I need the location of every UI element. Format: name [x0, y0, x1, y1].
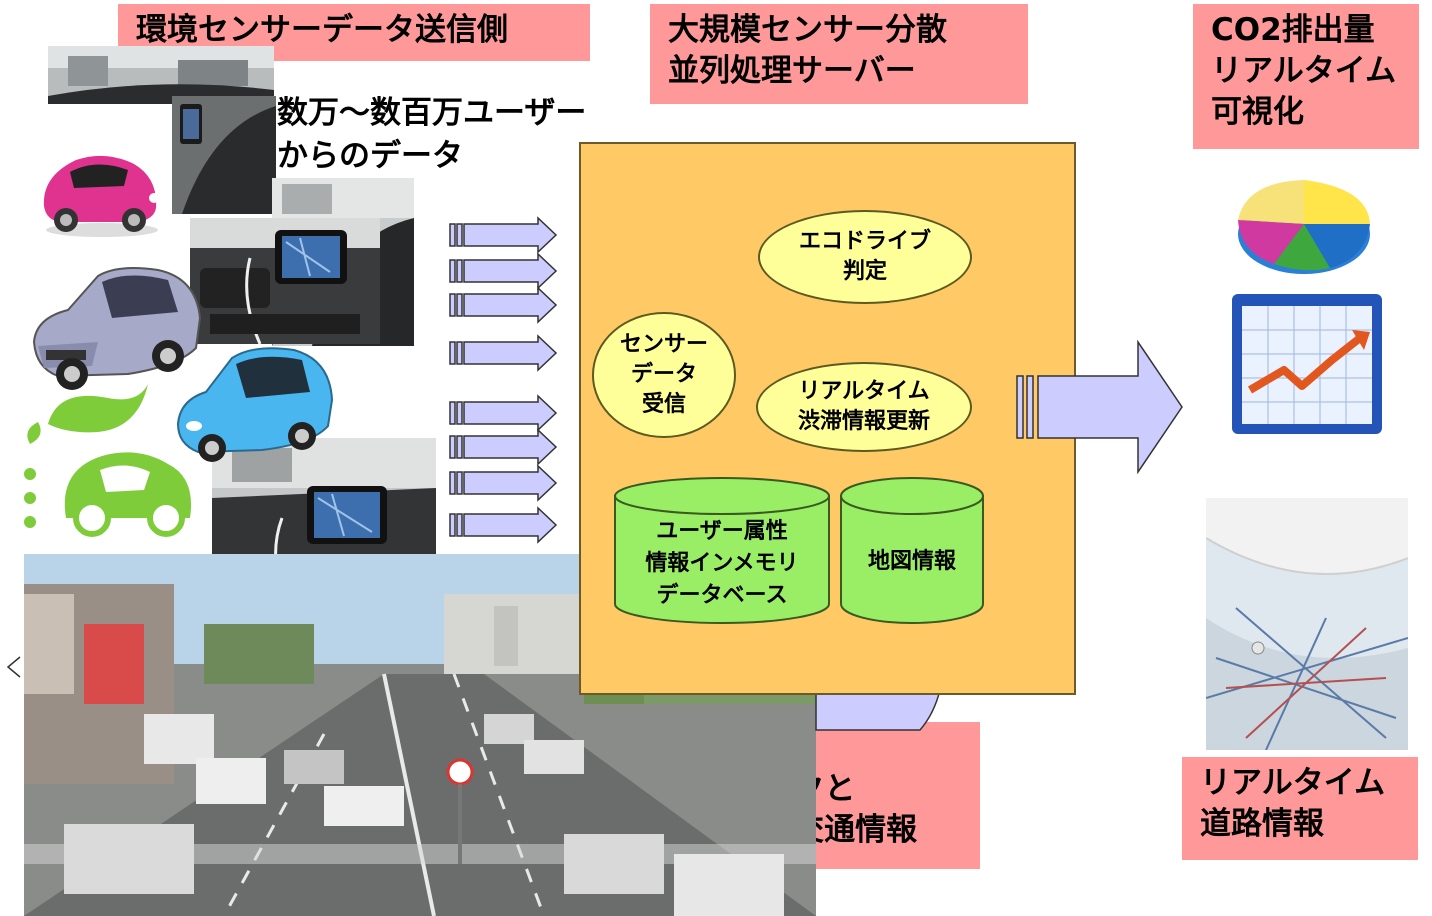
data-arrow-icon — [449, 252, 558, 290]
data-arrow-icon — [449, 506, 558, 544]
data-arrow-icon — [449, 464, 558, 502]
ecodrive-judge-process: エコドライブ 判定 — [758, 210, 972, 304]
dashboard-phone-photo — [190, 218, 380, 344]
server-title-label: 大規模センサー分散 並列処理サーバー — [650, 4, 1028, 104]
sensor-receive-process: センサー データ 受信 — [592, 312, 736, 438]
server-box: エコドライブ 判定 センサー データ 受信 リアルタイム 渋滞情報更新 ユーザー… — [579, 142, 1076, 695]
user-db-label: ユーザー属性 情報インメモリ データベース — [645, 519, 799, 608]
map-db-cylinder: 地図情報 — [839, 476, 985, 626]
congestion-update-process: リアルタイム 渋滞情報更新 — [756, 362, 972, 452]
eco-car-icon — [18, 378, 204, 544]
feedback-arrow-icon — [815, 690, 941, 731]
user-db-cylinder: ユーザー属性 情報インメモリ データベース — [613, 476, 831, 626]
data-arrow-icon — [449, 428, 558, 466]
data-arrow-icon — [449, 216, 558, 254]
dashboard-phone-photo — [172, 96, 276, 214]
map-db-label: 地図情報 — [867, 549, 956, 574]
database-icon — [614, 477, 830, 624]
pie-chart-icon — [1238, 180, 1370, 274]
users-data-label: 数万～数百万ユーザー からのデータ — [277, 95, 587, 174]
database-icon — [840, 477, 984, 624]
data-arrow-icon — [449, 334, 558, 372]
return-arrow-tip-icon — [6, 656, 21, 678]
incoming-arrows — [449, 216, 558, 544]
line-chart-icon — [1232, 294, 1382, 434]
silver-car-icon — [28, 256, 204, 396]
output-arrow-icon — [1016, 340, 1183, 474]
blue-car-icon — [172, 340, 336, 462]
dashboard-phone-photo — [48, 46, 274, 104]
co2-visualization-label: CO2排出量 リアルタイム 可視化 — [1193, 4, 1419, 149]
data-arrow-icon — [449, 286, 558, 324]
pink-car-icon — [36, 146, 164, 238]
data-arrow-icon — [449, 394, 558, 432]
road-info-label: リアルタイム 道路情報 — [1182, 757, 1418, 860]
map-photo — [1206, 498, 1408, 750]
